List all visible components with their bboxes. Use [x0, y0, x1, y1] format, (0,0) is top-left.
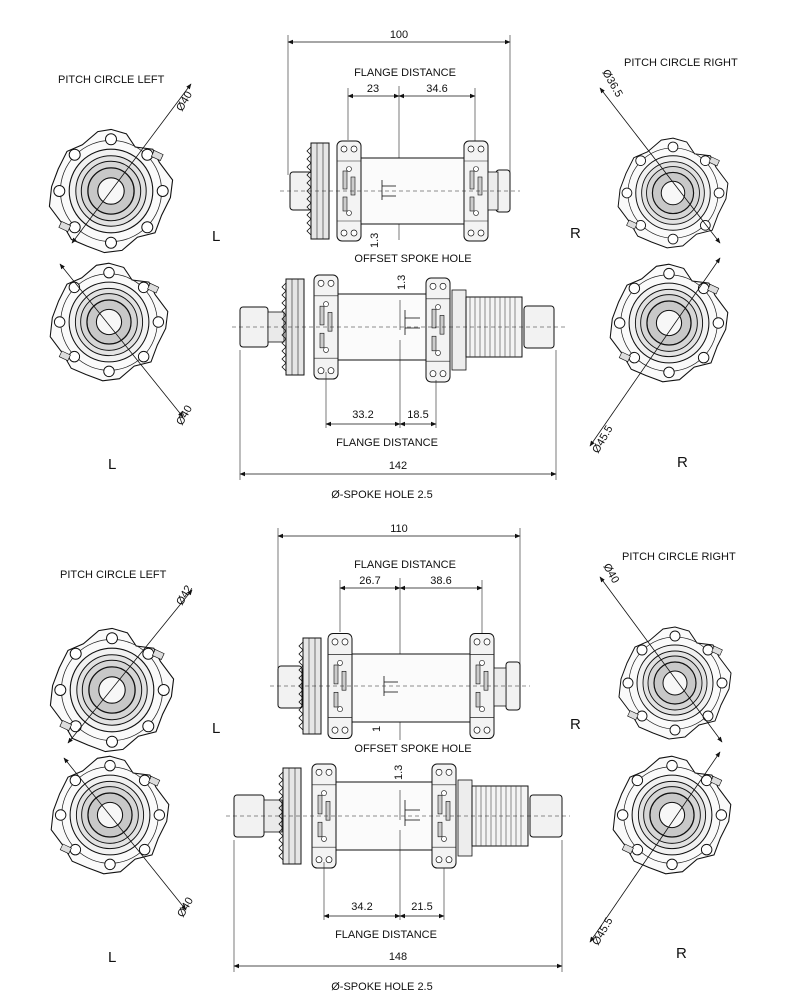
pitch-circle-left-label: PITCH CIRCLE LEFT: [60, 569, 167, 581]
rear-right-side-label: R: [677, 454, 688, 471]
front-left-side-label: L: [212, 228, 220, 245]
rear-right-flange-distance: 21.5: [411, 901, 432, 913]
front-left-pitch-diameter: Ø40: [174, 89, 195, 113]
rear-left-flange-distance: 33.2: [352, 409, 373, 421]
front-overall-width: 100: [390, 29, 408, 41]
front-spoke-hole-offset: 1: [371, 726, 383, 732]
front-right-side-label: R: [570, 716, 581, 733]
front-left-flange-distance: 26.7: [359, 575, 380, 587]
hub-set-2: PITCH CIRCLE LEFT PITCH CIRCLE RIGHT Ø42…: [49, 523, 736, 993]
pitch-circle-right-label: PITCH CIRCLE RIGHT: [624, 57, 738, 69]
spoke-hole-diameter: Ø-SPOKE HOLE 2.5: [331, 489, 432, 501]
hub-set-1: PITCH CIRCLE LEFT PITCH CIRCLE RIGHT Ø40…: [48, 29, 738, 501]
rear-left-side-label: L: [108, 456, 116, 473]
front-right-pitch-diameter: Ø36.5: [599, 68, 624, 100]
rear-right-end-view: [612, 755, 732, 875]
front-flange-distance-label: FLANGE DISTANCE: [354, 559, 456, 571]
rear-spoke-hole-offset: 1.3: [393, 765, 405, 780]
front-spoke-hole-offset: 1.3: [369, 233, 381, 248]
pitch-circle-right-label: PITCH CIRCLE RIGHT: [622, 551, 736, 563]
rear-flange-distance-label: FLANGE DISTANCE: [336, 437, 438, 449]
front-left-pitch-diameter: Ø42: [174, 583, 195, 607]
rear-overall-width: 148: [389, 951, 407, 963]
front-right-side-label: R: [570, 225, 581, 242]
rear-overall-width: 142: [389, 460, 407, 472]
front-right-end-view: [618, 626, 732, 740]
front-left-side-label: L: [212, 720, 220, 737]
rear-right-pitch-diameter: Ø45.5: [590, 916, 615, 948]
rear-hub-side-view: 1.3 34.2 21.5 FLANGE DISTANCE 148 Ø-SPOK…: [108, 763, 687, 993]
front-hub-side-view: 110 FLANGE DISTANCE 26.7 38.6 1 L R OFFS…: [212, 523, 581, 755]
rear-left-side-label: L: [108, 949, 116, 966]
front-hub-side-view: 100 FLANGE DISTANCE 23 34.6 1.3 L R: [212, 29, 581, 265]
rear-left-pitch-diameter: Ø40: [174, 403, 195, 427]
pitch-circle-left-label: PITCH CIRCLE LEFT: [58, 74, 165, 86]
rear-left-end-view: [49, 262, 169, 382]
rear-spoke-hole-offset: 1.3: [396, 275, 408, 290]
rear-right-flange-distance: 18.5: [407, 409, 428, 421]
rear-left-flange-distance: 34.2: [351, 901, 372, 913]
rear-hub-side-view: 1.3 33.2 18.5 FLANGE DISTANCE 142 Ø-SPOK…: [108, 274, 688, 501]
offset-spoke-hole-label: OFFSET SPOKE HOLE: [354, 253, 471, 265]
front-right-flange-distance: 38.6: [430, 575, 451, 587]
rear-flange-distance-label: FLANGE DISTANCE: [335, 929, 437, 941]
rear-right-side-label: R: [676, 945, 687, 962]
front-overall-width: 110: [390, 523, 408, 535]
front-left-flange-distance: 23: [367, 83, 379, 95]
offset-spoke-hole-label: OFFSET SPOKE HOLE: [354, 743, 471, 755]
front-flange-distance-label: FLANGE DISTANCE: [354, 67, 456, 79]
front-left-end-view: [49, 627, 175, 753]
rear-left-pitch-diameter: Ø40: [175, 895, 196, 919]
spoke-hole-diameter: Ø-SPOKE HOLE 2.5: [331, 981, 432, 993]
rear-right-end-view: [609, 263, 729, 383]
front-right-flange-distance: 34.6: [426, 83, 447, 95]
